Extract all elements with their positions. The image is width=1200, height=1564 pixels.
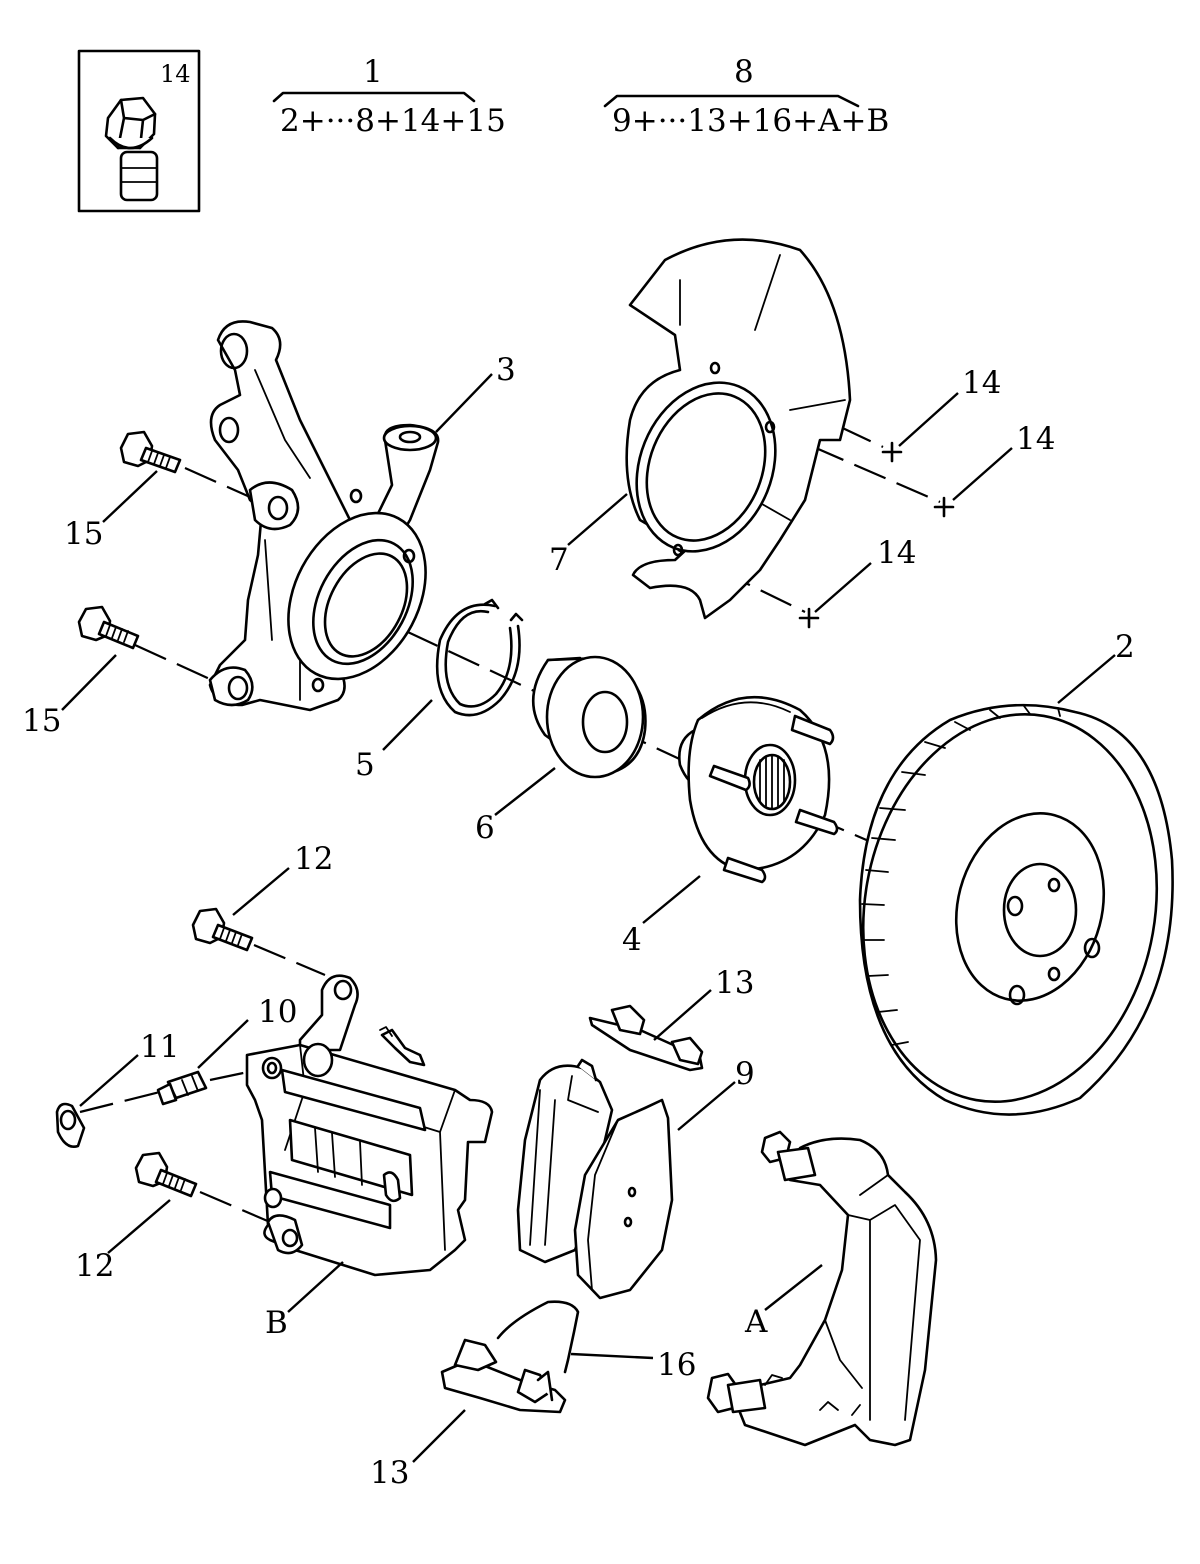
- group-formula: 9+···13+16+A+B: [612, 103, 889, 139]
- callout-B: B: [265, 1305, 288, 1341]
- caliper-bolt-upper: [191, 907, 254, 952]
- caliper-bracket: [706, 1130, 938, 1447]
- callout-14-a: 14: [962, 365, 1001, 401]
- callout-11: 11: [140, 1029, 179, 1065]
- caliper: [245, 974, 494, 1277]
- pad-clip-lower: [440, 1338, 567, 1414]
- callout-A: A: [744, 1304, 768, 1340]
- callout-12-upper: 12: [294, 841, 333, 877]
- callout-10: 10: [258, 994, 297, 1030]
- callout-16: 16: [657, 1347, 696, 1383]
- callout-14-c: 14: [877, 535, 916, 571]
- leader-lines: [61, 373, 1116, 1463]
- inset-label: 14: [160, 60, 191, 88]
- shield-fasteners: [798, 441, 955, 629]
- callout-14-b: 14: [1016, 421, 1055, 457]
- group-8: 8 9+···13+16+A+B: [603, 54, 889, 139]
- callout-3: 3: [496, 352, 516, 388]
- bleeder-screw: [156, 1070, 208, 1106]
- wheel-bearing: [531, 655, 647, 779]
- callout-15-upper: 15: [64, 516, 103, 552]
- bleeder-cap: [55, 1102, 86, 1148]
- group-formula: 2+···8+14+15: [280, 103, 506, 139]
- callout-9: 9: [735, 1056, 755, 1092]
- pad-clip-upper: [588, 1004, 704, 1072]
- callout-6: 6: [475, 810, 495, 846]
- callout-5: 5: [355, 747, 375, 783]
- brake-disc: [858, 703, 1174, 1116]
- knuckle-bolt-upper: [119, 430, 182, 474]
- callouts: 3 15 15 5 6 7 14 14 14 2 4 12 12 10 11 1…: [22, 352, 1135, 1491]
- callout-7: 7: [549, 542, 569, 578]
- brake-pad-outer: [573, 1098, 674, 1300]
- inset-box: 14: [77, 49, 201, 213]
- group-number: 8: [734, 54, 754, 90]
- inset-bolt-icon: [104, 96, 159, 202]
- callout-13-upper: 13: [715, 965, 754, 1001]
- steering-knuckle: [208, 320, 440, 712]
- callout-15-lower: 15: [22, 703, 61, 739]
- callout-13-lower: 13: [370, 1455, 409, 1491]
- group-number: 1: [363, 54, 383, 90]
- callout-2: 2: [1115, 629, 1135, 665]
- dust-shield: [625, 238, 852, 620]
- callout-12-lower: 12: [75, 1248, 114, 1284]
- group-1: 1 2+···8+14+15: [272, 54, 506, 139]
- snap-ring: [435, 598, 524, 717]
- wheel-hub: [678, 695, 839, 884]
- knuckle-bolt-lower: [77, 605, 140, 650]
- callout-4: 4: [622, 922, 642, 958]
- spring-wire: [496, 1300, 580, 1374]
- caliper-bolt-lower: [134, 1151, 198, 1198]
